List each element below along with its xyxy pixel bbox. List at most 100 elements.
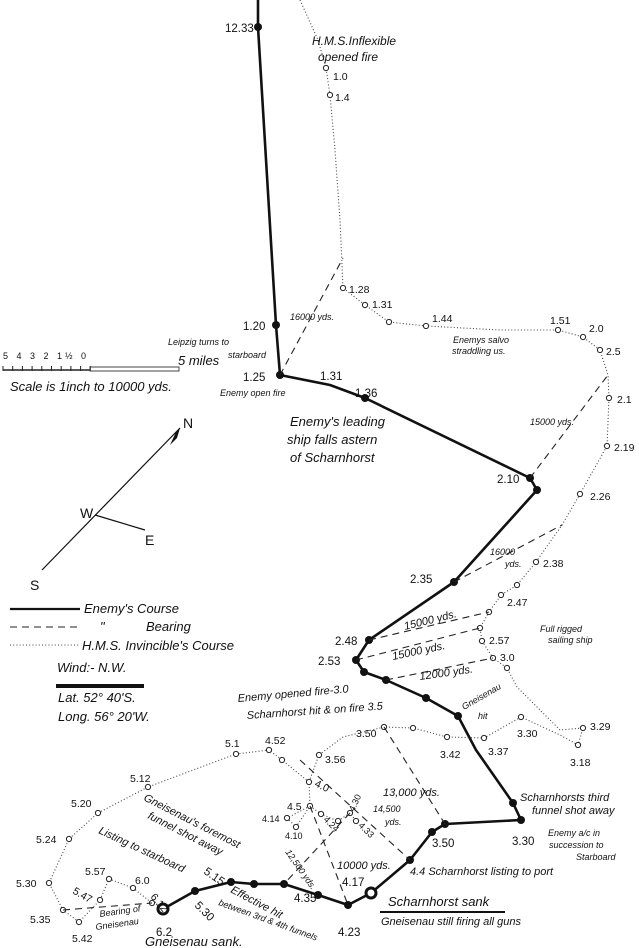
- annotation: starboard: [228, 350, 267, 360]
- invincible-position-marker: [352, 817, 360, 825]
- annotation: Full rigged: [540, 624, 583, 634]
- time-label: 2.5: [606, 346, 621, 358]
- annotation: Starboard: [576, 852, 617, 862]
- enemy-position-dot: [250, 880, 258, 888]
- invincible-position-marker: [579, 333, 587, 341]
- invincible-position-marker: [579, 724, 587, 732]
- time-label: 4.35: [294, 893, 316, 905]
- time-label: 3.50: [356, 728, 377, 740]
- enemy-position-dot: [361, 394, 369, 402]
- invincible-position-marker: [574, 741, 582, 749]
- legend-invincible: H.M.S. Invincible's Course: [82, 638, 234, 653]
- time-label: 2.48: [335, 636, 357, 648]
- invincible-position-marker: [532, 558, 540, 566]
- bearing-line: [453, 524, 563, 583]
- invincible-position-marker: [265, 746, 273, 754]
- compass-rose: N W E S: [30, 415, 193, 593]
- enemy-position-dot: [314, 891, 322, 899]
- annotation: Enemy opened fire-3.0: [237, 683, 350, 705]
- invincible-position-marker: [334, 817, 342, 825]
- invincible-position-marker: [129, 884, 137, 892]
- invincible-position-marker: [339, 284, 347, 292]
- invincible-position-marker: [596, 346, 604, 354]
- annotation: Scharnhorst sank: [388, 894, 491, 909]
- time-label: 5.12: [130, 773, 151, 785]
- bearing-line: [279, 257, 344, 376]
- invincible-position-marker: [317, 810, 325, 818]
- time-label: 2.47: [507, 597, 528, 609]
- compass-s: S: [30, 577, 39, 593]
- time-label: 2.10: [497, 474, 519, 486]
- time-label: 4.23: [338, 927, 360, 939]
- scale-end-label: 5 miles: [178, 353, 220, 368]
- invincible-position-marker: [292, 823, 300, 831]
- time-label: 3.37: [488, 746, 509, 758]
- time-label: 4.24: [322, 814, 341, 833]
- annotation: Gneisenau still firing all guns: [381, 916, 522, 928]
- invincible-position-marker: [96, 896, 104, 904]
- bearing-line: [529, 374, 609, 479]
- annotation: yds.: [504, 559, 522, 569]
- invincible-position-marker: [554, 326, 562, 334]
- bearing-lines: [62, 257, 609, 911]
- time-label: 2.53: [318, 656, 340, 668]
- invincible-position-marker: [513, 581, 521, 589]
- invincible-time-labels: 1.0 1.4 1.28 1.31 1.44 1.51 2.0 2.5 2.1 …: [16, 71, 635, 945]
- annotation: Enemy's leading: [290, 414, 386, 429]
- time-label: 1.51: [550, 315, 571, 327]
- invincible-position-marker: [305, 778, 313, 786]
- time-label: 1.31: [372, 299, 393, 311]
- annotation: straddling us.: [452, 346, 506, 356]
- invincible-position-marker: [422, 322, 430, 330]
- annotation: 14,500: [373, 804, 401, 814]
- enemy-time-labels: 12.33 1.20 1.25 1.31 1.36 2.10 2.35 2.48…: [156, 23, 534, 939]
- invincible-position-marker: [232, 750, 240, 758]
- latitude: Lat. 52° 40'S.: [58, 690, 136, 705]
- compass-n: N: [183, 415, 193, 431]
- bearing-line: [355, 627, 481, 661]
- time-label: 4.0: [313, 778, 331, 795]
- compass-w: W: [80, 505, 94, 521]
- time-label: 2.38: [543, 558, 564, 570]
- annotation: 15000 yds.: [530, 417, 574, 427]
- time-label: 5.57: [85, 866, 106, 878]
- time-label: 1.44: [432, 313, 453, 325]
- legend-bearing: Bearing: [146, 619, 192, 634]
- time-label: 5.30: [192, 900, 216, 924]
- enemy-position-dot: [509, 799, 517, 807]
- time-label: 3.56: [325, 754, 346, 766]
- invincible-position-marker: [480, 734, 488, 742]
- time-label: 2.19: [614, 442, 635, 454]
- invincible-position-marker: [517, 713, 525, 721]
- invincible-position-marker: [278, 756, 286, 764]
- annotation: Enemy open fire: [220, 388, 286, 398]
- time-label: 2.0: [589, 323, 604, 335]
- time-label: 3.50: [432, 838, 454, 850]
- enemy-position-dot: [360, 668, 368, 676]
- time-label: 6.0: [135, 875, 150, 887]
- enemy-position-dot: [517, 816, 525, 824]
- time-label: 4.5: [287, 801, 302, 813]
- invincible-position-marker: [283, 814, 291, 822]
- bearing-line: [283, 812, 351, 885]
- legend-ditto: ": [100, 619, 106, 634]
- legend-enemy: Enemy's Course: [84, 601, 179, 616]
- time-label: 6.2: [156, 927, 172, 939]
- time-label: 2.26: [590, 491, 611, 503]
- annotation: funnel shot away: [532, 805, 616, 817]
- invincible-position-marker: [315, 751, 323, 759]
- wind: Wind:- N.W.: [57, 660, 126, 675]
- annotation: Gneisenau sank.: [145, 934, 243, 948]
- invincible-position-marker: [361, 301, 369, 309]
- time-label: 1.4: [335, 92, 350, 104]
- time-label: 3.30: [512, 836, 534, 848]
- invincible-position-marker: [45, 879, 53, 887]
- enemy-position-dot: [191, 887, 199, 895]
- bearing-line: [385, 657, 494, 681]
- sinking-position-ring: [156, 902, 170, 916]
- enemy-position-dot: [454, 712, 462, 720]
- annotation: Gneisenau: [460, 681, 503, 711]
- time-label: 5.24: [36, 834, 57, 846]
- time-label: 3.29: [590, 721, 611, 733]
